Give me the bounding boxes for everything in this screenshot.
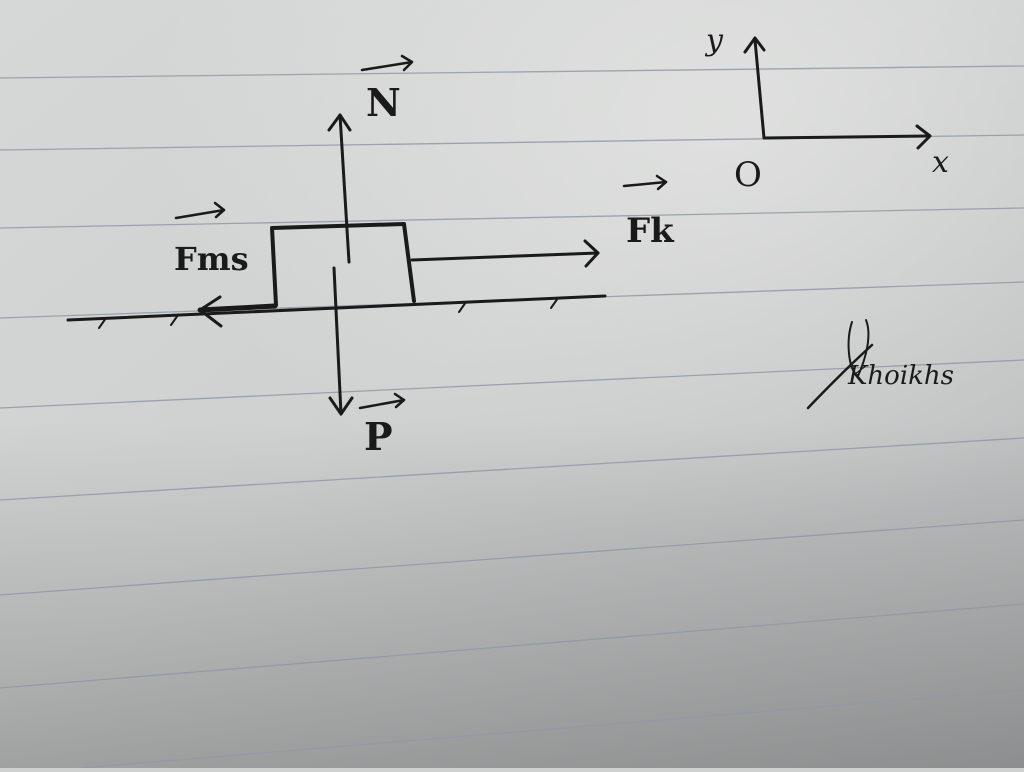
x-axis xyxy=(762,134,930,140)
pulling-arrowhead xyxy=(583,239,600,268)
friction-force-label: Fms xyxy=(174,240,249,278)
rule-line xyxy=(0,603,1024,689)
rule-line xyxy=(0,437,1024,501)
x-axis-arrowhead xyxy=(915,124,932,150)
weight-label: P xyxy=(364,414,393,459)
weight-vector-bar-head xyxy=(393,392,406,409)
y-axis-label: y xyxy=(704,23,724,58)
rule-line xyxy=(0,519,1024,596)
rule-line xyxy=(0,359,1024,409)
paper-bottom-shadow xyxy=(0,420,1024,768)
friction-force-arrow xyxy=(197,303,278,313)
friction-arrowhead xyxy=(198,295,223,328)
x-axis-label: x xyxy=(932,145,949,180)
rule-line xyxy=(0,65,1024,79)
signature: Khoikhs xyxy=(847,361,954,391)
pulling-vector-bar-head xyxy=(655,174,668,191)
rule-line xyxy=(79,689,1024,769)
origin-label: O xyxy=(734,155,762,195)
weight-arrow xyxy=(332,266,343,416)
y-axis xyxy=(753,38,766,140)
rule-line xyxy=(0,207,1024,229)
friction-vector-bar xyxy=(174,208,226,220)
pulling-vector-bar xyxy=(622,180,668,188)
signature-loop xyxy=(847,319,870,377)
normal-force-label: N xyxy=(366,80,401,125)
weight-vector-bar xyxy=(358,398,406,410)
pulling-force-arrow xyxy=(410,251,600,262)
pulling-force-label: Fk xyxy=(626,211,675,251)
friction-vector-bar-head xyxy=(213,201,226,219)
normal-vector-bar xyxy=(360,60,414,72)
ruled-lines xyxy=(0,65,1024,769)
block xyxy=(270,222,416,307)
normal-force-arrow xyxy=(338,113,351,264)
normal-vector-bar-head xyxy=(400,54,414,72)
weight-arrowhead xyxy=(328,396,354,416)
y-axis-arrowhead xyxy=(743,36,766,54)
normal-arrowhead xyxy=(327,113,352,132)
ground-hatching xyxy=(98,297,559,329)
